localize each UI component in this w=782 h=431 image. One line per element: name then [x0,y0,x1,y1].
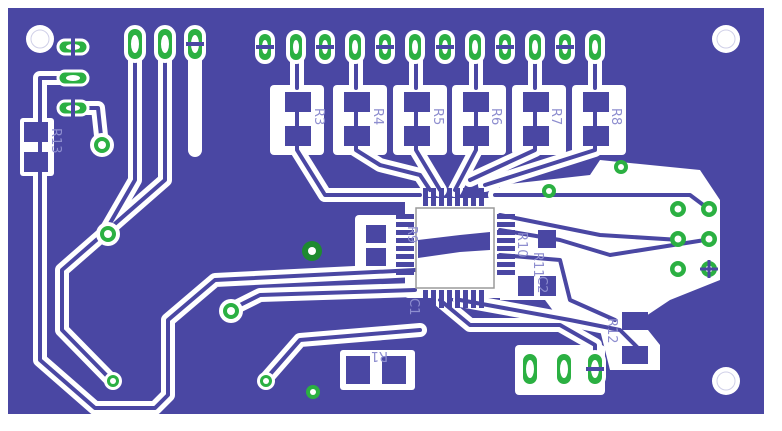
label-r10: R10 [514,232,529,258]
r13-pad-b [24,152,48,172]
label-r3: R3 [311,108,326,125]
label-r12: R12 [604,318,619,344]
label-r1: R1 [371,348,388,363]
silkscreen-labels: R13 R3 R4 R5 R6 R7 R8 R9 R10 R11 R12 R1 … [48,108,623,363]
label-r11: R11 [530,252,545,278]
vias [90,133,718,399]
label-r6: R6 [488,108,503,125]
label-c2: C2 [534,276,549,293]
mounting-holes [26,25,740,395]
label-r9: R9 [404,226,419,243]
ic-chip [396,188,515,308]
r13-pad-a [24,122,48,142]
smd-pads [24,92,648,384]
label-r8: R8 [608,108,623,125]
bottom-pads [519,350,606,388]
label-c1: C1 [406,298,421,315]
left-pads [56,38,90,117]
label-r4: R4 [370,108,385,125]
header-pads-top [124,25,605,64]
label-r5: R5 [430,108,445,125]
label-r7: R7 [548,108,563,125]
label-r13: R13 [48,128,63,154]
